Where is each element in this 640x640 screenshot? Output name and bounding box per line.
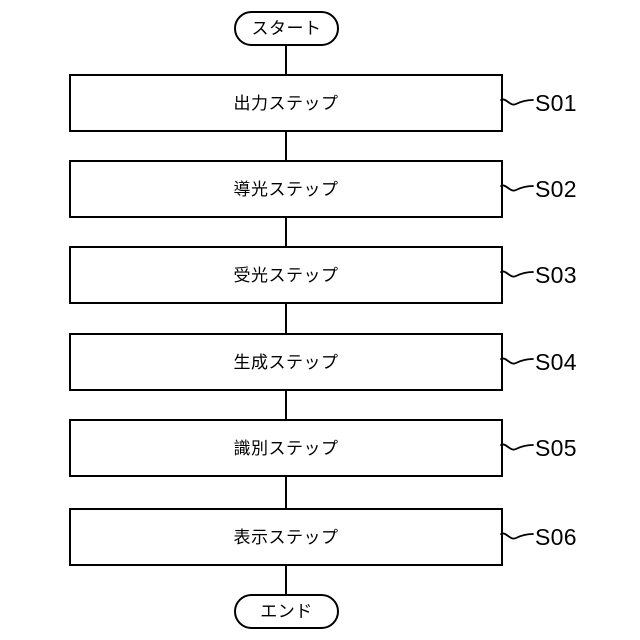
wavy-leader-icon	[500, 355, 534, 369]
start-terminal[interactable]: スタート	[234, 11, 339, 46]
step-callout-s06: S06	[500, 522, 577, 552]
wavy-leader-icon	[500, 268, 534, 282]
process-box-s06[interactable]: 表示ステップ	[69, 508, 503, 566]
connector-step-4-to-step-5	[285, 390, 288, 420]
step-code-s06: S06	[535, 523, 577, 550]
process-box-label-s01: 出力ステップ	[233, 93, 339, 113]
process-box-label-s06: 表示ステップ	[233, 527, 339, 547]
step-code-s02: S02	[535, 175, 577, 202]
connector-step-1-to-step-2	[285, 131, 288, 161]
step-callout-s04: S04	[500, 347, 577, 377]
end-terminal-label: エンド	[260, 602, 313, 621]
process-box-label-s02: 導光ステップ	[233, 179, 339, 199]
connector-step-2-to-step-3	[285, 217, 288, 247]
process-box-label-s03: 受光ステップ	[233, 265, 339, 285]
wavy-leader-icon	[500, 441, 534, 455]
connector-step-6-to-end	[285, 565, 288, 595]
step-code-s01: S01	[535, 89, 577, 116]
step-callout-s05: S05	[500, 433, 577, 463]
wavy-leader-icon	[500, 96, 534, 110]
wavy-leader-icon	[500, 182, 534, 196]
end-terminal[interactable]: エンド	[234, 594, 339, 629]
connector-step-5-to-step-6	[285, 476, 288, 509]
step-code-s05: S05	[535, 434, 577, 461]
step-code-s04: S04	[535, 348, 577, 375]
process-box-s05[interactable]: 識別ステップ	[69, 419, 503, 477]
wavy-leader-icon	[500, 530, 534, 544]
start-terminal-label: スタート	[251, 19, 322, 38]
step-code-s03: S03	[535, 261, 577, 288]
connector-start-to-step-1	[285, 46, 288, 75]
step-callout-s03: S03	[500, 260, 577, 290]
connector-step-3-to-step-4	[285, 303, 288, 334]
step-callout-s02: S02	[500, 174, 577, 204]
process-box-s02[interactable]: 導光ステップ	[69, 160, 503, 218]
process-box-s03[interactable]: 受光ステップ	[69, 246, 503, 304]
process-box-label-s05: 識別ステップ	[233, 438, 339, 458]
process-box-s04[interactable]: 生成ステップ	[69, 333, 503, 391]
process-box-s01[interactable]: 出力ステップ	[69, 74, 503, 132]
step-callout-s01: S01	[500, 88, 577, 118]
process-box-label-s04: 生成ステップ	[233, 352, 339, 372]
